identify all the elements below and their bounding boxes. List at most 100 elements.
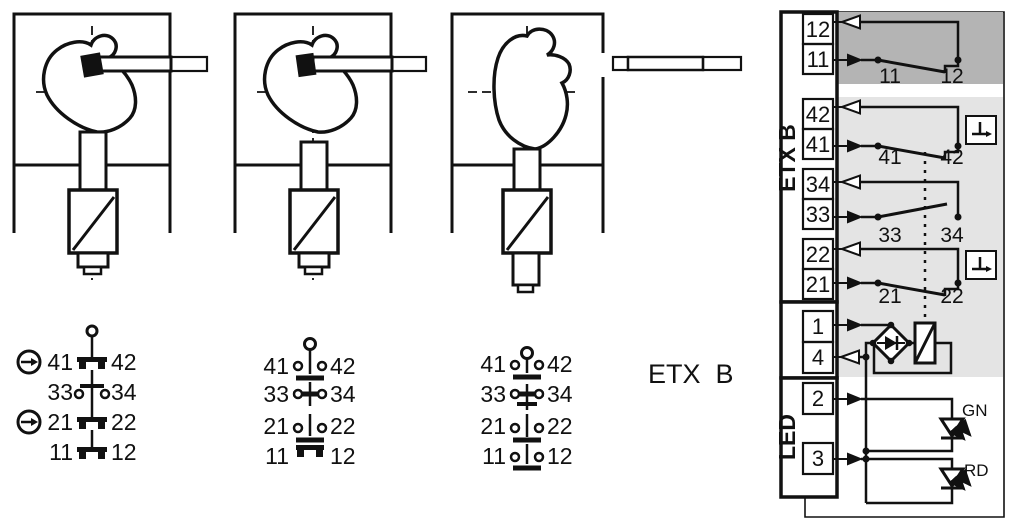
connector-body-led xyxy=(779,376,839,499)
contact-label-41: 41 xyxy=(47,349,73,375)
red-led-label: RD xyxy=(964,461,989,480)
input-arrow-icon xyxy=(847,210,863,224)
terminal-label-4: 4 xyxy=(812,345,824,370)
contact-row-33-34-closed xyxy=(292,382,328,406)
contact-label-41: 41 xyxy=(480,351,506,377)
contact-label-21: 21 xyxy=(480,413,506,439)
contact-label-42: 42 xyxy=(330,353,356,379)
locking-bolt xyxy=(78,130,108,192)
actuator-shaft-hatched-right xyxy=(701,55,743,72)
wire-label-33: 33 xyxy=(878,224,901,247)
input-arrow-icon xyxy=(847,318,863,332)
contact-row-11-12-closed xyxy=(296,445,324,457)
cam-icon xyxy=(41,33,138,134)
junction-dot xyxy=(887,357,895,365)
junction-dot xyxy=(954,56,962,64)
actuator-head-block xyxy=(295,52,317,78)
contact-label-21: 21 xyxy=(263,413,289,439)
connector-body-solenoid xyxy=(779,300,839,380)
solenoid-diagonal xyxy=(71,196,116,251)
input-arrow-icon xyxy=(847,276,863,290)
contact-row-41-42-closed xyxy=(77,357,107,385)
contact-blade-open xyxy=(877,202,948,219)
contact-row-21-22-open xyxy=(509,414,545,443)
wire-label-22: 22 xyxy=(940,285,963,308)
circuit-contact-33-34: 33 34 xyxy=(834,174,964,247)
mech-view-actuator-inserted-unlocked xyxy=(233,12,428,280)
connector-wiring-diagram: ETX B LED 11 12 xyxy=(774,10,1005,518)
terminal-2 xyxy=(801,381,835,416)
switch-head-outline xyxy=(450,12,605,233)
contact-label-42: 42 xyxy=(547,351,573,377)
wire-label-34: 34 xyxy=(940,224,964,247)
actuator-shaft-hatched xyxy=(169,55,209,73)
circuit-contact-21-22: 21 22 xyxy=(834,241,997,308)
contact-blade xyxy=(877,281,946,297)
solenoid-diagonal xyxy=(505,196,550,251)
terminal-label-41: 41 xyxy=(806,132,830,157)
contact-row-41-42-open xyxy=(509,358,545,380)
solenoid-stub xyxy=(303,265,324,276)
led-emission-arrow xyxy=(954,418,972,437)
contact-label-11: 11 xyxy=(265,443,289,469)
contact-row-33-34-closed xyxy=(509,384,545,410)
terminal-41 xyxy=(801,127,835,161)
junction-dot xyxy=(874,142,882,150)
green-led-label: GN xyxy=(962,401,988,420)
positive-opening-icon xyxy=(16,349,42,375)
contact-row-21-22-closed xyxy=(77,409,107,449)
led-group-label-vertical: LED xyxy=(774,414,800,460)
contact-row-11-12-closed xyxy=(77,447,107,459)
contact-label-22: 22 xyxy=(111,409,137,435)
wire-label-42: 42 xyxy=(940,146,963,169)
region-signal-contact xyxy=(838,12,1003,84)
contact-label-11: 11 xyxy=(49,439,73,465)
solenoid-stub xyxy=(82,265,103,276)
terminal-4 xyxy=(801,340,835,375)
actuator-tongue xyxy=(93,55,173,73)
connector-body-etxb xyxy=(779,10,839,304)
contact-label-12: 12 xyxy=(330,443,356,469)
contact-label-33: 33 xyxy=(263,381,289,407)
wire-label-21: 21 xyxy=(878,285,901,308)
contact-blade xyxy=(877,144,946,160)
junction-dot xyxy=(874,279,882,287)
contact-label-34: 34 xyxy=(330,381,356,407)
positive-opening-icon xyxy=(16,409,42,435)
contact-label-22: 22 xyxy=(547,413,573,439)
locking-bolt xyxy=(299,140,329,192)
contact-label-22: 22 xyxy=(330,413,356,439)
circuit-contact-41-42: 41 42 xyxy=(834,99,997,169)
device-label-vertical: ETX B xyxy=(774,124,800,192)
contact-diagram-1: 41 42 33 34 21 22 11 12 xyxy=(16,324,137,465)
wire-label-11: 11 xyxy=(879,65,901,88)
switch-head-outline xyxy=(12,12,172,233)
solenoid-stub xyxy=(516,283,535,294)
terminal-label-3: 3 xyxy=(812,446,824,471)
plunger-head-icon xyxy=(303,337,317,351)
actuator-head-block xyxy=(80,52,104,78)
solenoid-supply-circuit xyxy=(834,318,953,375)
contact-label-33: 33 xyxy=(47,379,73,405)
terminal-label-12: 12 xyxy=(806,17,830,42)
plunger-head-icon xyxy=(85,324,99,338)
mech-view-actuator-locked xyxy=(12,12,209,280)
input-arrow-icon xyxy=(847,392,863,406)
actuator-shaft-hatched xyxy=(390,55,428,73)
contact-row-33-34-open xyxy=(73,384,111,409)
cam-icon xyxy=(262,33,359,134)
junction-dot xyxy=(887,321,895,329)
actuator-tongue-removed xyxy=(626,55,705,72)
locking-bolt xyxy=(512,147,542,192)
mech-view-actuator-withdrawn xyxy=(450,12,743,294)
wire-label-41: 41 xyxy=(878,146,901,169)
contact-diagram-3: 41 42 33 34 21 22 11 12 xyxy=(480,346,573,471)
contact-label-42: 42 xyxy=(111,349,137,375)
contact-diagram-2: 41 42 33 34 21 22 11 12 xyxy=(263,337,356,469)
terminal-label-22: 22 xyxy=(806,242,830,267)
solenoid-base xyxy=(76,251,110,269)
junction-dot xyxy=(954,213,962,221)
contact-row-41-42-open xyxy=(292,350,328,381)
junction-dot xyxy=(862,455,870,463)
